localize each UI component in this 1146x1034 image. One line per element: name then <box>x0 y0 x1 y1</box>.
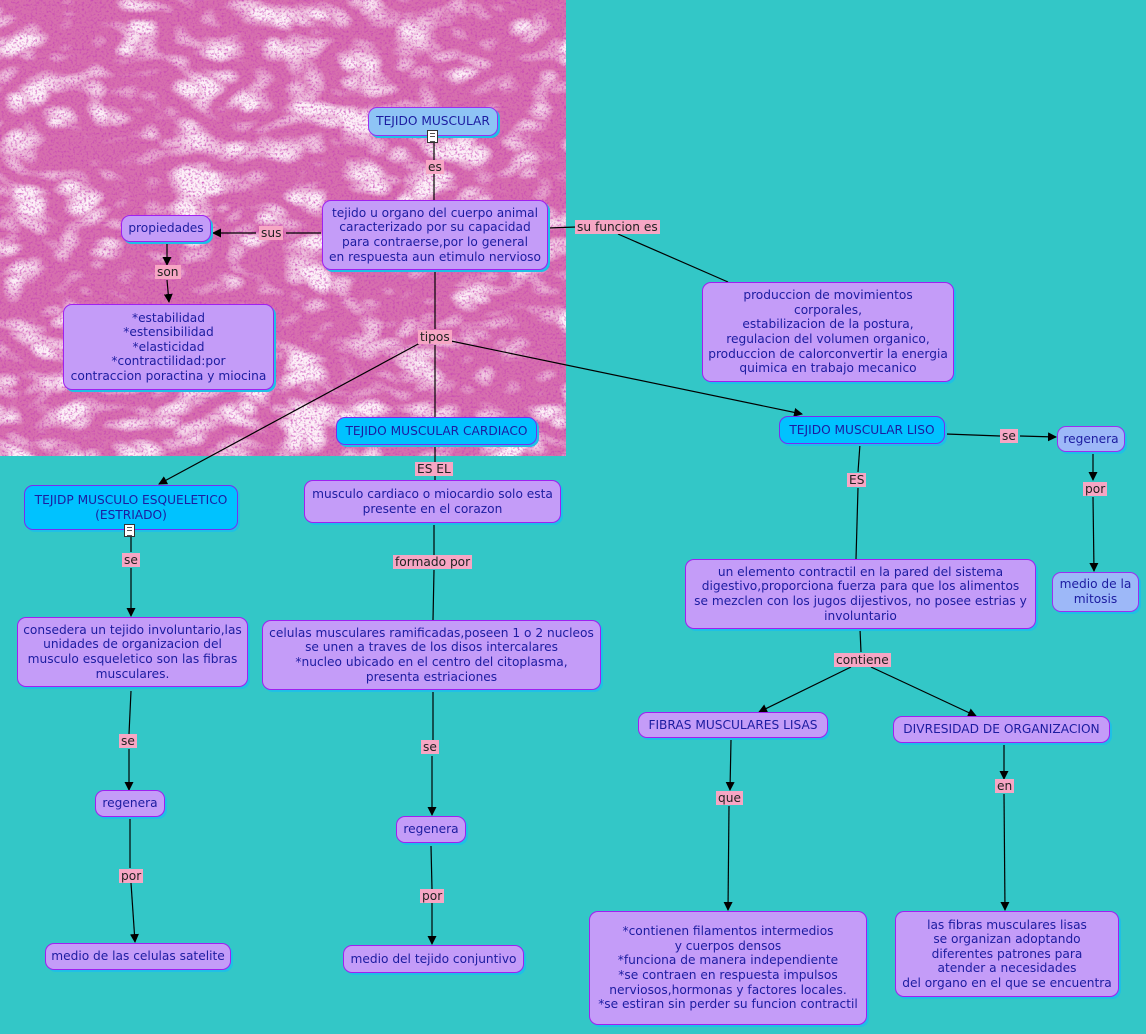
link-label-se-esqueletico-2[interactable]: se <box>119 734 137 748</box>
concept-fibras-lisas[interactable]: FIBRAS MUSCULARES LISAS <box>638 712 828 738</box>
concept-diversidad[interactable]: DIVRESIDAD DE ORGANIZACION <box>893 716 1110 743</box>
link-label-es-el[interactable]: ES EL <box>415 462 453 476</box>
document-icon[interactable] <box>427 130 438 143</box>
link-label-se-esqueletico[interactable]: se <box>122 553 140 567</box>
link-label-formado-por[interactable]: formado por <box>393 555 473 569</box>
concept-regenera-esqueletico[interactable]: regenera <box>95 790 165 817</box>
concept-tejido-cardiaco[interactable]: TEJIDO MUSCULAR CARDIACO <box>336 417 537 445</box>
concept-definicion[interactable]: tejido u organo del cuerpo animal caract… <box>322 200 548 270</box>
concept-tejido-conjuntivo[interactable]: medio del tejido conjuntivo <box>343 945 524 973</box>
concept-fibras-desc[interactable]: *contienen filamentos intermedios y cuer… <box>589 911 867 1025</box>
link-label-su-funcion-es[interactable]: su funcion es <box>575 220 660 234</box>
link-label-son[interactable]: son <box>155 265 181 279</box>
concept-propiedades[interactable]: propiedades <box>121 215 211 242</box>
concept-funcion[interactable]: produccion de movimientos corporales, es… <box>702 282 954 382</box>
link-label-por-esqueletico[interactable]: por <box>119 869 144 883</box>
concept-regenera-liso[interactable]: regenera <box>1057 426 1125 452</box>
concept-lista-propiedades[interactable]: *estabilidad *estensibilidad *elasticida… <box>63 304 274 390</box>
concept-celulas-satelite[interactable]: medio de las celulas satelite <box>45 943 231 970</box>
concept-medio-mitosis[interactable]: medio de la mitosis <box>1052 572 1139 612</box>
document-icon[interactable] <box>124 524 135 537</box>
link-label-sus[interactable]: sus <box>259 226 284 240</box>
link-label-por-cardiaco[interactable]: por <box>420 889 445 903</box>
concept-regenera-cardiaco[interactable]: regenera <box>396 816 466 843</box>
link-label-tipos[interactable]: tipos <box>418 330 452 344</box>
link-label-es-liso[interactable]: ES <box>847 473 867 487</box>
link-label-se-liso[interactable]: se <box>1000 429 1018 443</box>
link-label-contiene[interactable]: contiene <box>834 653 891 667</box>
concept-esqueletico-desc[interactable]: consedera un tejido involuntario,las uni… <box>17 617 248 687</box>
link-label-que[interactable]: que <box>716 791 743 805</box>
concept-tejido-liso[interactable]: TEJIDO MUSCULAR LISO <box>779 416 945 444</box>
link-label-se-cardiaco[interactable]: se <box>421 740 439 754</box>
concept-cardiaco-desc[interactable]: musculo cardiaco o miocardio solo esta p… <box>304 480 561 523</box>
concept-organizacion-desc[interactable]: las fibras musculares lisas se organizan… <box>895 911 1119 997</box>
concept-tejido-muscular[interactable]: TEJIDO MUSCULAR <box>368 107 498 136</box>
concept-liso-desc[interactable]: un elemento contractil en la pared del s… <box>685 559 1036 629</box>
link-label-es[interactable]: es <box>426 160 444 174</box>
concept-tejido-esqueletico[interactable]: TEJIDP MUSCULO ESQUELETICO (ESTRIADO) <box>24 485 238 530</box>
concept-cardiaco-celulas[interactable]: celulas musculares ramificadas,poseen 1 … <box>262 620 601 690</box>
link-label-en[interactable]: en <box>995 779 1015 793</box>
link-label-por-liso[interactable]: por <box>1083 482 1108 496</box>
